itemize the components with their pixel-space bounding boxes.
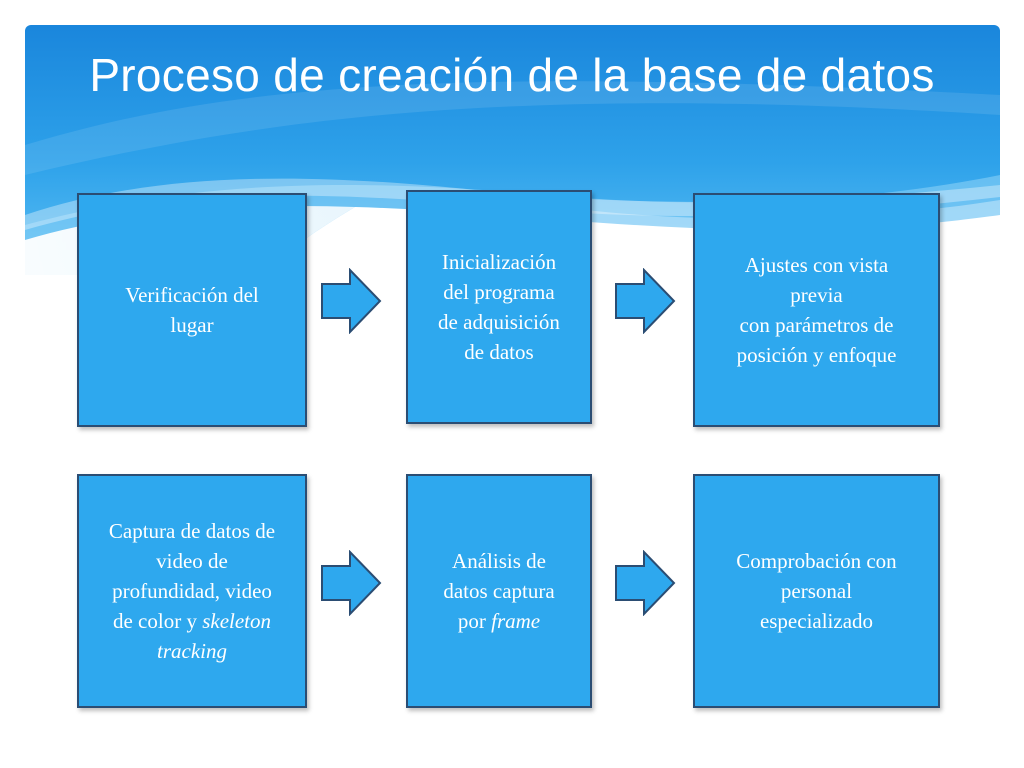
step-text-captura-normal: Captura de datos de video de profundidad… [108,519,276,633]
step-text-analisis-normal: Análisis de datos captura por [443,549,555,633]
step-text-captura-italic: skeleton tracking [157,609,272,663]
step-box-verificacion: Verificación del lugar [77,193,307,427]
step-box-comprobacion: Comprobación con personal especializado [693,474,940,708]
step-box-analisis: Análisis de datos captura por frame [406,474,592,708]
right-arrow-icon [320,550,382,616]
step-text-verificacion: Verificación del lugar [125,283,259,337]
step-text-analisis-italic: frame [491,609,541,633]
right-arrow-icon [320,268,382,334]
step-text-captura: Captura de datos de video de profundidad… [109,516,275,666]
step-text-analisis: Análisis de datos captura por frame [443,546,554,636]
step-text-ajustes: Ajustes con vista previa con parámetros … [736,253,897,367]
right-arrow-icon [614,550,676,616]
step-box-inicializacion: Inicialización del programa de adquisici… [406,190,592,424]
step-text-inicializacion: Inicialización del programa de adquisici… [438,250,560,364]
right-arrow-icon [614,268,676,334]
step-text-comprobacion: Comprobación con personal especializado [736,549,897,633]
slide-title: Proceso de creación de la base de datos [89,49,935,101]
step-box-captura: Captura de datos de video de profundidad… [77,474,307,708]
step-box-ajustes: Ajustes con vista previa con parámetros … [693,193,940,427]
